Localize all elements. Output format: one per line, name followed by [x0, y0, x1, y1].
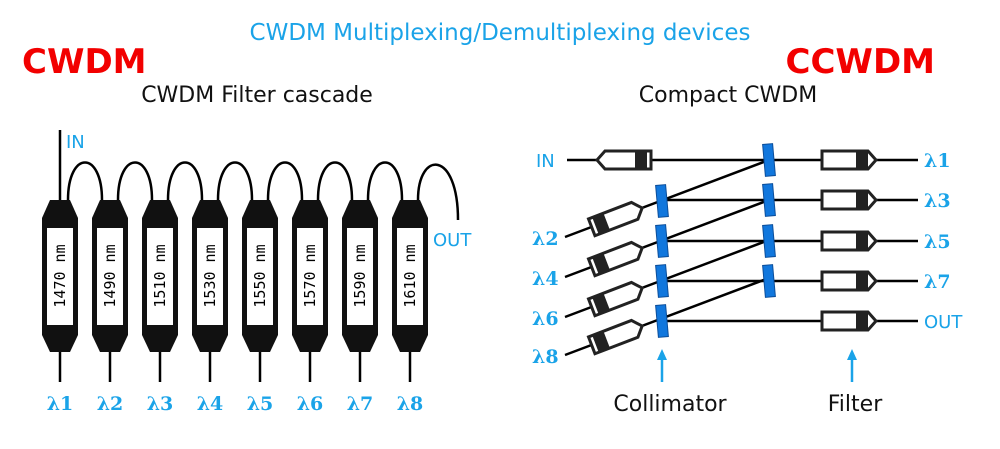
output-wavelength-label: λ5	[247, 393, 274, 415]
collimator-band	[592, 254, 610, 274]
output-filter-2	[820, 189, 879, 211]
output-wavelength-label: λ7	[347, 393, 374, 415]
filter-label: Filter	[828, 392, 883, 417]
connecting-fiber	[316, 161, 354, 201]
arrow-head-icon	[847, 349, 857, 360]
filter-label-area	[397, 228, 423, 325]
collimator-band	[592, 294, 610, 314]
filter-5: 1550 nm λ5	[242, 161, 304, 415]
output-wavelength-label: λ2	[97, 393, 124, 415]
connecting-fiber	[216, 161, 254, 201]
input-collimator-λ4	[586, 240, 645, 278]
collimator-lens	[655, 224, 669, 258]
input-collimator-λ6	[586, 280, 645, 318]
filter-element	[762, 264, 776, 298]
output-label: OUT	[924, 312, 963, 333]
filter-label-area	[297, 228, 323, 325]
output-wavelength-label: λ6	[297, 393, 324, 415]
collimator-band	[592, 332, 610, 352]
ccwdm-brand: CCWDM	[786, 42, 935, 82]
collimator-band	[635, 152, 647, 168]
input-wavelength-label: λ4	[532, 268, 559, 290]
filter-7: 1590 nm λ7	[342, 161, 404, 415]
collimator-band	[856, 233, 868, 249]
page-title: CWDM Multiplexing/Demultiplexing devices	[250, 20, 751, 46]
output-wavelength-label: λ4	[197, 393, 224, 415]
output-filter-3	[820, 230, 879, 252]
filter-wavelength: 1470 nm	[51, 244, 69, 307]
output-label: λ5	[924, 231, 951, 253]
connecting-fiber	[116, 161, 154, 201]
output-filter-1	[820, 149, 879, 171]
input-collimator-λ8	[586, 318, 645, 356]
filter-wavelength: 1610 nm	[401, 244, 419, 307]
connecting-fiber	[166, 161, 204, 201]
connecting-fiber	[66, 161, 104, 201]
filter-element	[762, 183, 776, 217]
in-label-left: IN	[66, 132, 85, 153]
output-label: λ3	[924, 190, 951, 212]
output-label: λ7	[924, 271, 951, 293]
filter-wavelength: 1510 nm	[151, 244, 169, 307]
input-wavelength-label: λ2	[532, 228, 559, 250]
filter-8: 1610 nm λ8	[392, 163, 460, 415]
filter-element	[762, 143, 776, 177]
filter-wavelength: 1550 nm	[251, 244, 269, 307]
cwdm-brand: CWDM	[22, 42, 147, 82]
filter-3: 1510 nm λ3	[142, 161, 204, 415]
left-subtitle: CWDM Filter cascade	[141, 83, 373, 108]
filter-label-area	[47, 228, 73, 325]
right-subtitle: Compact CWDM	[639, 83, 817, 108]
input-wavelength-label: λ8	[532, 346, 559, 368]
filter-4: 1530 nm λ4	[192, 161, 254, 415]
filter-wavelength: 1530 nm	[201, 244, 219, 307]
filter-1: 1470 nm λ1	[42, 161, 104, 415]
collimator-label: Collimator	[613, 392, 727, 417]
arrow-head-icon	[657, 349, 667, 360]
collimator-lens	[655, 184, 669, 218]
collimator-band	[856, 152, 868, 168]
input-collimator	[594, 149, 653, 171]
filter-label-area	[247, 228, 273, 325]
output-wavelength-label: λ8	[397, 393, 424, 415]
filter-2: 1490 nm λ2	[92, 161, 154, 415]
input-collimator-λ2	[586, 200, 645, 238]
output-wavelength-label: λ1	[47, 393, 74, 415]
collimator-band	[856, 313, 868, 329]
filter-label-area	[97, 228, 123, 325]
filter-wavelength: 1570 nm	[301, 244, 319, 307]
output-filter-5	[820, 310, 879, 332]
in-label-right: IN	[536, 151, 555, 172]
filter-label-area	[147, 228, 173, 325]
filter-label-area	[197, 228, 223, 325]
filter-wavelength: 1490 nm	[101, 244, 119, 307]
filter-label-area	[347, 228, 373, 325]
collimator-lens	[655, 304, 669, 338]
collimator-band	[856, 273, 868, 289]
collimator-band	[592, 214, 610, 234]
input-wavelength-label: λ6	[532, 308, 559, 330]
collimator-lens	[655, 264, 669, 298]
out-label-left: OUT	[433, 230, 472, 251]
output-label: λ1	[924, 150, 951, 172]
filter-wavelength: 1590 nm	[351, 244, 369, 307]
output-fiber	[416, 163, 460, 221]
collimator-band	[856, 192, 868, 208]
connecting-fiber	[366, 161, 404, 201]
connecting-fiber	[266, 161, 304, 201]
output-wavelength-label: λ3	[147, 393, 174, 415]
filter-6: 1570 nm λ6	[292, 161, 354, 415]
filter-element	[762, 224, 776, 258]
output-filter-4	[820, 270, 879, 292]
